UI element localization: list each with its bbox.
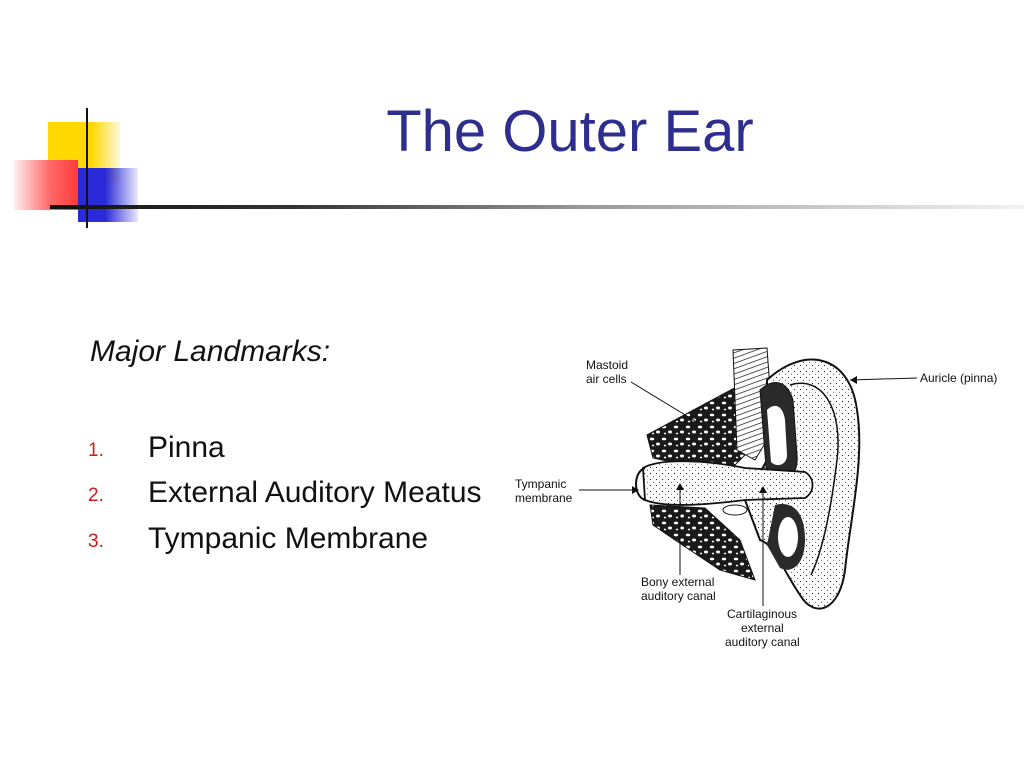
label-bony-canal: auditory canal <box>641 589 716 603</box>
label-cartilaginous-canal: external <box>741 621 784 635</box>
decor-vertical-line <box>86 108 88 228</box>
slide-title: The Outer Ear <box>386 99 754 164</box>
list-item-text: External Auditory Meatus <box>148 476 482 510</box>
list-item: 3. Tympanic Membrane <box>88 521 488 556</box>
label-cartilaginous-canal: auditory canal <box>725 635 800 649</box>
tympanic-membrane <box>635 467 646 501</box>
ear-anatomy-diagram: Mastoid air cells Auricle (pinna) Tympan… <box>515 347 997 649</box>
list-item-text: Pinna <box>148 431 225 464</box>
label-tympanic-membrane: Tympanic <box>515 477 566 491</box>
decor-red-block <box>14 160 78 210</box>
label-bony-canal: Bony external <box>641 575 714 589</box>
list-number: 1. <box>88 440 104 461</box>
label-tympanic-membrane: membrane <box>515 491 573 505</box>
list-number: 3. <box>88 530 104 552</box>
label-mastoid-air-cells: air cells <box>586 372 627 386</box>
list-number: 2. <box>88 485 104 507</box>
label-auricle-pinna: Auricle (pinna) <box>920 371 997 385</box>
decor-blue-block <box>78 168 138 222</box>
label-cartilaginous-canal: Cartilaginous <box>727 607 797 621</box>
auditory-canal <box>642 460 814 506</box>
slide-subtitle: Major Landmarks: <box>90 335 331 368</box>
label-mastoid-air-cells: Mastoid <box>586 358 628 372</box>
list-item: 2. External Auditory Meatus <box>88 475 488 510</box>
bone-lower <box>649 504 756 581</box>
landmark-list: 1. Pinna 2. External Auditory Meatus 3. … <box>88 430 488 566</box>
list-item: 1. Pinna <box>88 430 488 465</box>
helix-fold <box>789 382 839 576</box>
title-underline <box>50 205 1024 209</box>
leader-mastoid <box>630 381 711 431</box>
leader-auricle <box>849 377 918 381</box>
list-item-text: Tympanic Membrane <box>148 521 429 555</box>
